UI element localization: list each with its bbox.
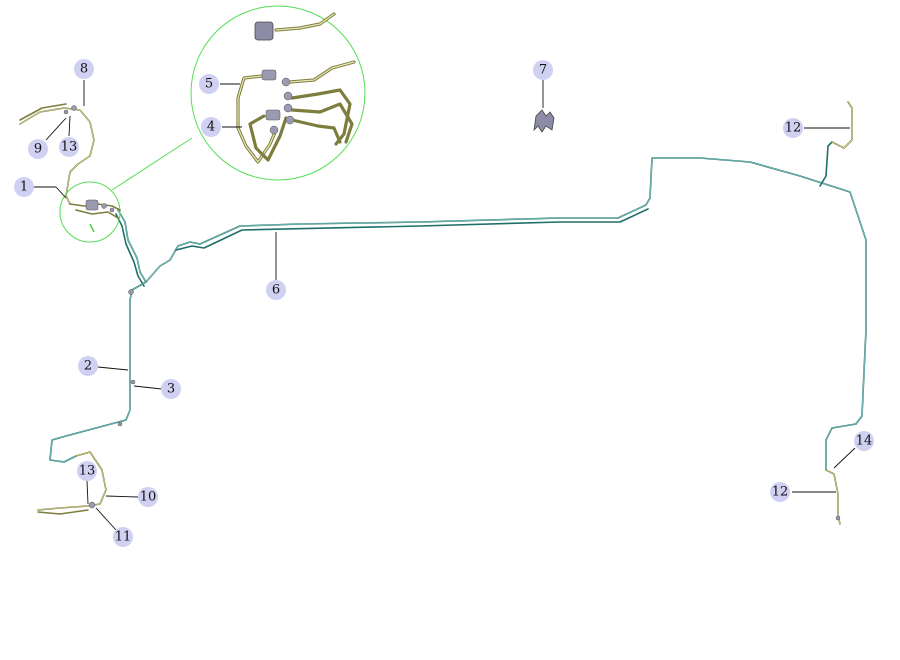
- leader-lines: [34, 80, 856, 531]
- svg-text:4: 4: [207, 120, 215, 135]
- union-fitting: [128, 289, 134, 295]
- svg-text:10: 10: [140, 490, 157, 505]
- front-right-brake-hose: [19, 103, 95, 205]
- svg-text:2: 2: [84, 359, 92, 374]
- detail-fitting: [261, 69, 277, 81]
- callout-3: 3: [161, 379, 181, 399]
- detail-fitting: [283, 103, 293, 113]
- svg-text:7: 7: [539, 63, 547, 78]
- svg-text:8: 8: [80, 62, 88, 77]
- clip-fitting: [130, 379, 136, 385]
- callout-9: 9: [28, 139, 48, 159]
- svg-text:13: 13: [79, 464, 96, 479]
- callout-11: 11: [113, 527, 133, 547]
- detail-zoom-ring: [190, 5, 366, 181]
- detail-fitting: [269, 125, 279, 135]
- front-left-brake-pipe: [49, 281, 147, 463]
- main-brake-pipe: [115, 141, 867, 471]
- detail-fitting: [285, 115, 295, 125]
- detail-fitting: [281, 77, 291, 87]
- callout-labels: 1 2 3 4 5 6 7 8 9 13 10 11 13 12 12 14: [14, 59, 874, 547]
- clip-fitting: [835, 515, 841, 521]
- callout-7: 7: [533, 60, 553, 80]
- callout-6: 6: [266, 280, 286, 300]
- callout-1: 1: [14, 177, 34, 197]
- svg-text:12: 12: [772, 485, 789, 500]
- junction-block: [59, 137, 193, 243]
- callout-10: 10: [138, 487, 158, 507]
- rear-right-brake-hose: [831, 101, 853, 149]
- callout-12-top: 12: [783, 118, 803, 138]
- callout-12-bottom: 12: [770, 482, 790, 502]
- detail-bracket-clip: [254, 21, 274, 41]
- detail-fitting: [265, 109, 281, 121]
- callout-4: 4: [201, 117, 221, 137]
- callout-13-bottom: 13: [77, 461, 97, 481]
- union-fitting: [101, 203, 107, 209]
- pipe-clip-part: [533, 109, 555, 133]
- detail-zoom-view: [190, 5, 366, 181]
- clip-fitting: [63, 109, 69, 115]
- callout-14: 14: [854, 431, 874, 451]
- detail-fitting: [283, 91, 293, 101]
- svg-text:14: 14: [856, 434, 873, 449]
- clip-fitting: [117, 421, 123, 427]
- callout-8: 8: [74, 59, 94, 79]
- svg-text:6: 6: [272, 283, 280, 298]
- svg-text:5: 5: [205, 77, 213, 92]
- hose-bracket: [88, 501, 96, 509]
- front-left-brake-hose: [37, 451, 107, 515]
- rear-left-brake-hose: [825, 469, 841, 525]
- zoom-connector: [111, 137, 193, 191]
- mark-arrow: [89, 223, 95, 233]
- zoom-source-ring: [59, 181, 121, 243]
- callout-2: 2: [78, 356, 98, 376]
- svg-text:9: 9: [34, 142, 42, 157]
- junction-block-body: [85, 199, 99, 211]
- svg-text:11: 11: [115, 530, 132, 545]
- svg-text:12: 12: [785, 121, 802, 136]
- union-fitting: [109, 207, 115, 213]
- callout-13-top: 13: [59, 137, 79, 157]
- callout-5: 5: [199, 74, 219, 94]
- svg-text:13: 13: [61, 140, 78, 155]
- hose-bracket: [71, 105, 77, 111]
- svg-text:1: 1: [20, 180, 28, 195]
- svg-text:3: 3: [167, 382, 175, 397]
